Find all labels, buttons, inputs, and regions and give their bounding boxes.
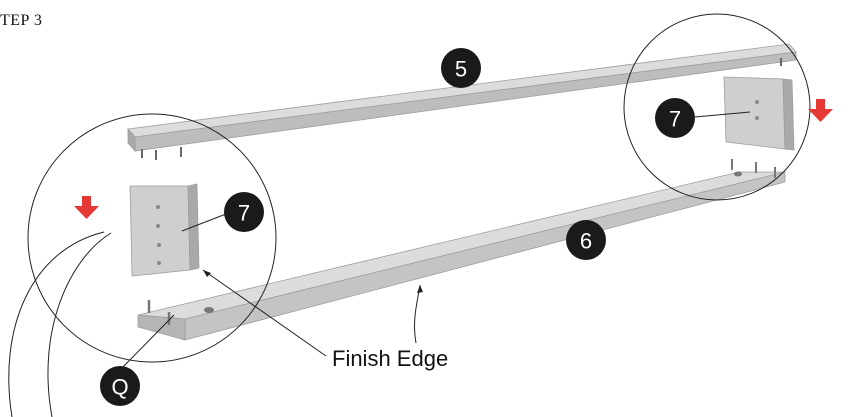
leader-line-finish-edge-bottom bbox=[414, 284, 421, 344]
arrowhead-finish-edge-side bbox=[203, 270, 211, 277]
arrow-down-icon bbox=[808, 99, 833, 122]
part-badge-7-right: 7 bbox=[655, 98, 695, 138]
step-title: TEP 3 bbox=[0, 12, 43, 29]
svg-text:Q: Q bbox=[111, 375, 128, 400]
finish-edge-label: Finish Edge bbox=[332, 346, 448, 371]
right-side-panel bbox=[723, 76, 795, 151]
svg-text:7: 7 bbox=[238, 201, 250, 226]
leader-curve-outer bbox=[8, 231, 105, 417]
svg-text:5: 5 bbox=[455, 57, 467, 82]
svg-text:6: 6 bbox=[580, 229, 592, 254]
left-detail-circle bbox=[27, 113, 277, 363]
leader-line-finish-edge-side bbox=[202, 269, 327, 357]
leader-curve-inner bbox=[47, 232, 112, 417]
leader-line-q bbox=[121, 314, 175, 369]
bottom-panel bbox=[137, 159, 786, 341]
part-badge-5: 5 bbox=[441, 48, 481, 88]
hardware-badge-q: Q bbox=[100, 366, 140, 406]
part-badge-6: 6 bbox=[566, 220, 606, 260]
arrow-down-icon bbox=[74, 196, 99, 219]
part-badge-7-left: 7 bbox=[224, 192, 264, 232]
arrowhead-finish-edge-bottom bbox=[417, 285, 423, 293]
right-detail-circle bbox=[623, 13, 811, 201]
leader-line-right-7 bbox=[694, 111, 751, 118]
top-panel bbox=[127, 43, 797, 160]
svg-text:7: 7 bbox=[669, 107, 681, 132]
leader-line-left-7 bbox=[181, 213, 227, 232]
left-side-panel bbox=[129, 183, 200, 277]
